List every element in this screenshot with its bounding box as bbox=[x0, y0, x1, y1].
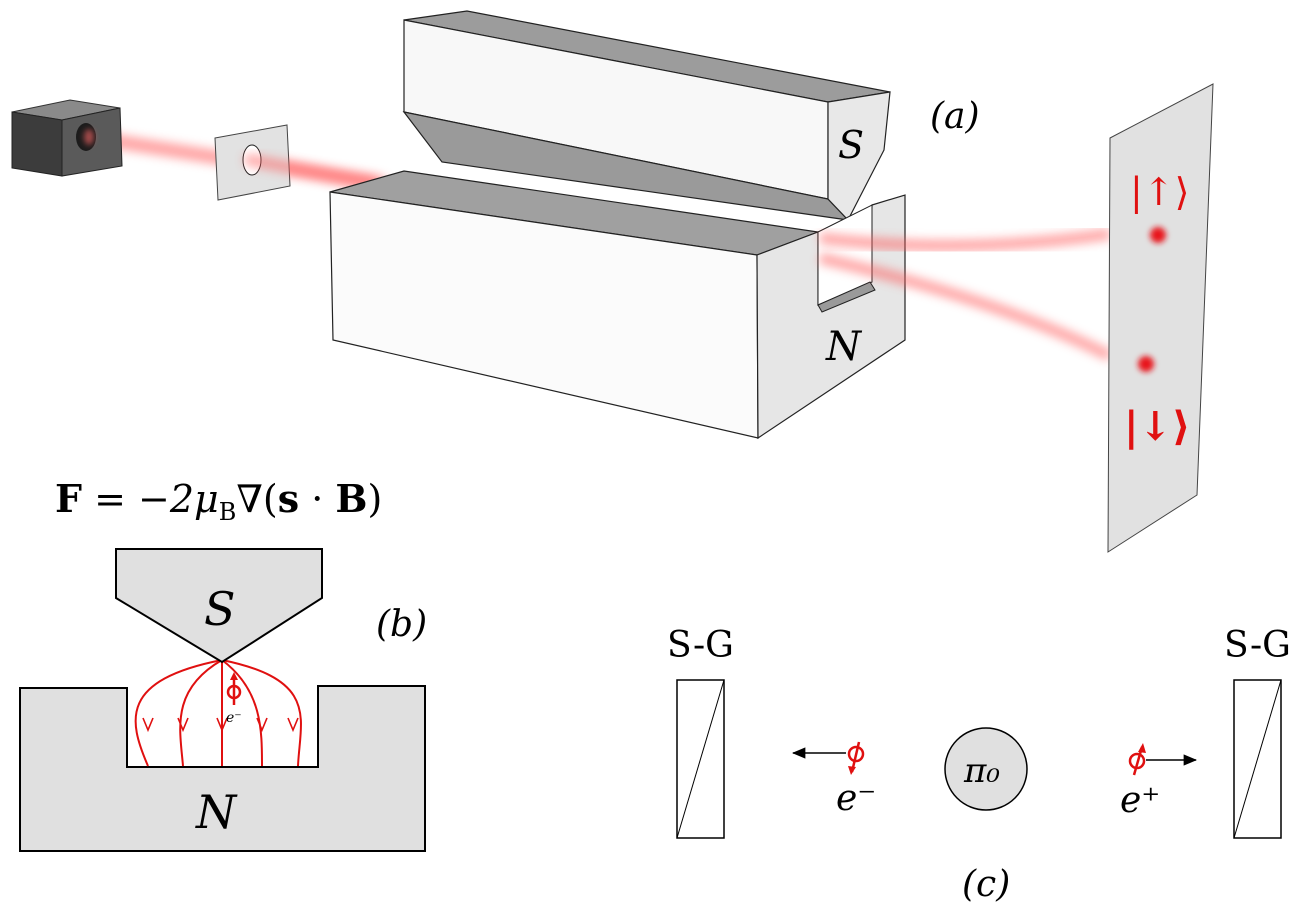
force-equation: F = −2μB∇(s · B) bbox=[55, 476, 382, 526]
panel-b-label: (b) bbox=[376, 604, 427, 645]
spin-up-spot bbox=[1150, 227, 1166, 243]
beam-spin-down bbox=[818, 252, 1113, 361]
south-magnet-section-label: S bbox=[204, 582, 236, 636]
south-magnet-3d-label: S bbox=[838, 123, 864, 167]
detector-right-label: S-G bbox=[1224, 625, 1291, 666]
north-magnet-3d: N bbox=[329, 170, 906, 440]
detector-left-label: S-G bbox=[667, 625, 734, 666]
south-magnet-3d: S bbox=[402, 10, 891, 222]
force-equals: = −2μ bbox=[82, 477, 219, 521]
detector-left bbox=[676, 679, 725, 839]
electron-label-b: e⁻ bbox=[226, 710, 242, 726]
panel-c: S-G S-G π₀ e⁻ e⁺ bbox=[667, 625, 1291, 905]
force-close: ) bbox=[367, 477, 382, 521]
positron-label-c: e⁺ bbox=[1120, 780, 1160, 821]
force-symbol-F: F bbox=[55, 476, 82, 521]
panel-a-label: (a) bbox=[930, 96, 980, 137]
electron-label-c: e⁻ bbox=[836, 778, 876, 819]
field-line-arrowheads bbox=[142, 717, 299, 733]
spin-down-label: |↓⟩ bbox=[1124, 403, 1190, 450]
electron-spin-b: e⁻ bbox=[226, 672, 242, 726]
force-field-B: B bbox=[335, 476, 367, 521]
magnetic-field-lines bbox=[134, 659, 302, 767]
panel-b: F = −2μB∇(s · B) N S e⁻ bbox=[19, 476, 427, 852]
collimated-beam bbox=[244, 154, 378, 189]
force-dot: · bbox=[299, 477, 335, 521]
force-bohr-sub: B bbox=[219, 498, 237, 526]
spin-down-spot bbox=[1138, 356, 1154, 372]
pion-label: π₀ bbox=[963, 751, 1000, 791]
panel-c-label: (c) bbox=[962, 864, 1010, 905]
detector-screen: |↑⟩ |↓⟩ bbox=[1107, 83, 1214, 553]
beam-source-oven bbox=[11, 99, 123, 177]
north-magnet-section-label: N bbox=[195, 785, 238, 839]
positron-c: e⁺ bbox=[1120, 743, 1198, 821]
south-magnet-section bbox=[115, 548, 323, 664]
force-grad: ∇( bbox=[236, 477, 277, 521]
neutral-pion: π₀ bbox=[944, 727, 1028, 811]
electron-c: e⁻ bbox=[791, 741, 876, 819]
beam-spin-up bbox=[819, 228, 1111, 252]
force-spin-s: s bbox=[278, 476, 299, 521]
north-magnet-3d-label: N bbox=[825, 324, 863, 370]
north-magnet-section bbox=[19, 685, 426, 852]
spin-up-label: |↑⟩ bbox=[1130, 170, 1189, 214]
detector-right bbox=[1233, 679, 1282, 839]
panel-a: S N |↑⟩ |↓⟩ (a) bbox=[11, 10, 1214, 553]
